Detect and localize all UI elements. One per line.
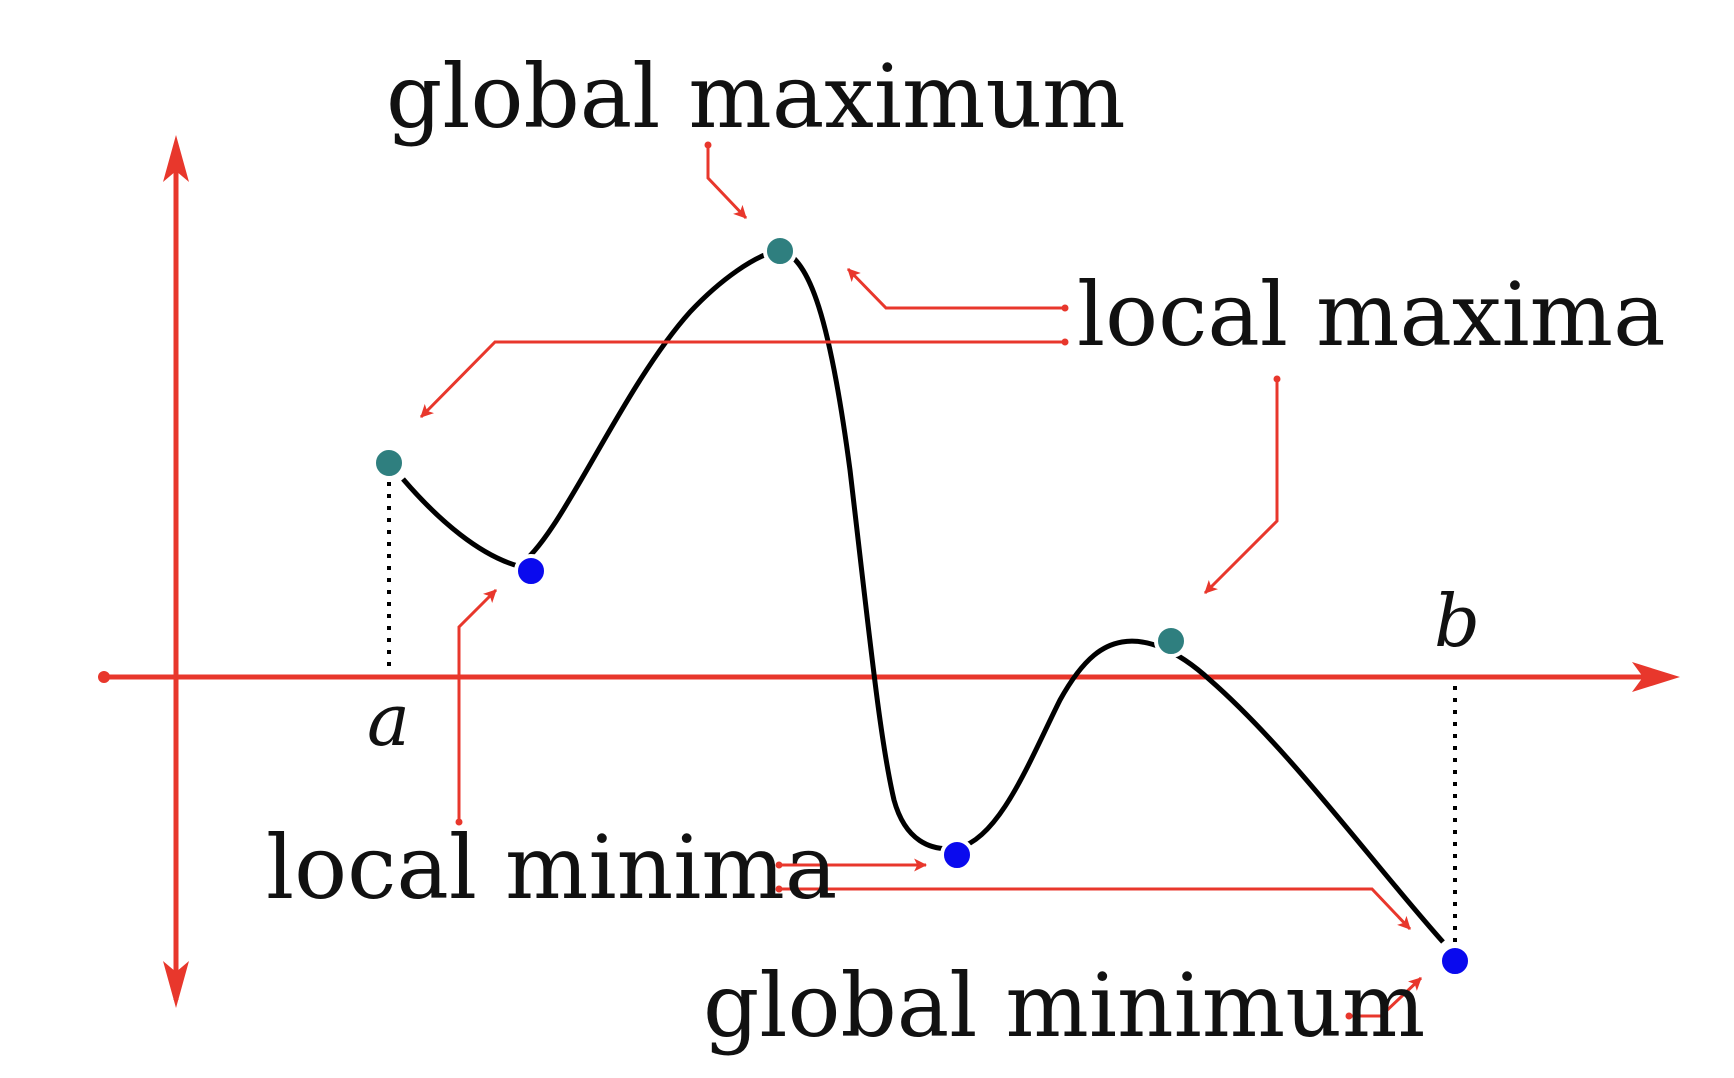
label-global-minimum: global minimum: [703, 954, 1425, 1057]
arrow-local-maxima-to-a: [419, 340, 1065, 419]
y-axis-top-arrowhead: [163, 135, 189, 182]
point-global-maximum: [763, 234, 797, 268]
point-endpoint-b: [1438, 944, 1472, 978]
arrow-local-minima-to-first-min: [457, 588, 498, 822]
label-a: a: [367, 678, 410, 762]
arrow-global-minimum: [1349, 976, 1423, 1018]
label-global-maximum: global maximum: [386, 45, 1126, 148]
arrow-local-maxima-to-global-max: [846, 267, 1065, 310]
axes: [98, 135, 1680, 1008]
arrow-global-maximum: [706, 145, 748, 220]
arrow-local-maxima-to-second-max: [1203, 379, 1279, 595]
point-second-local-maximum: [1154, 624, 1188, 658]
annotation-arrows: [419, 141, 1423, 1020]
label-local-maxima: local maxima: [1077, 263, 1666, 366]
point-first-local-minimum: [514, 554, 548, 588]
point-endpoint-a: [372, 446, 406, 480]
label-b: b: [1434, 579, 1480, 663]
y-axis-bottom-arrowhead: [163, 961, 189, 1008]
x-axis-arrowhead: [1632, 662, 1680, 692]
label-local-minima: local minima: [266, 816, 837, 919]
point-second-local-minimum: [940, 838, 974, 872]
labels: global maximum local maxima local minima…: [266, 45, 1666, 1057]
x-axis-start-dot: [98, 671, 110, 683]
extrema-points: [372, 234, 1472, 978]
arrow-local-minima-to-b: [779, 887, 1412, 931]
